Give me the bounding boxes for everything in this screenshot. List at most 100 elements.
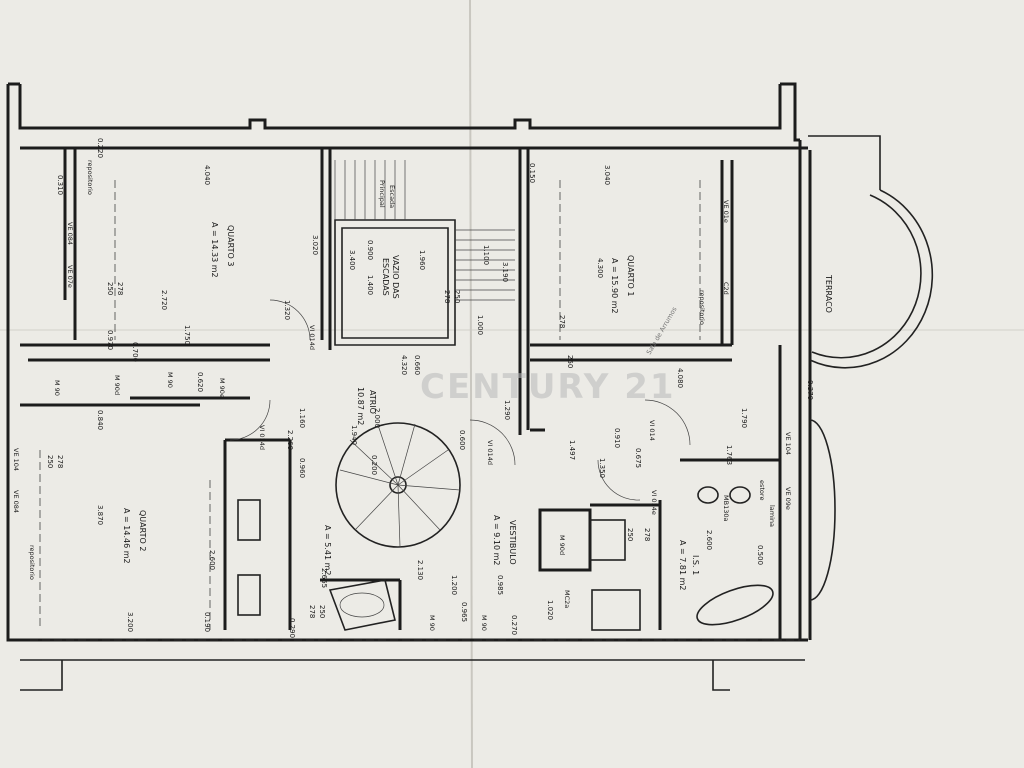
dim-1160: 1.160 [298,408,306,428]
dim-0900: 0.900 [366,240,374,260]
label-vi014d-2: VI 014d [258,425,266,450]
tag-250-5: 250 [626,528,634,541]
dim-0270: 0.270 [510,615,518,635]
room-name-is1: I.S. 1 [691,555,700,575]
dim-0985: 0.985 [496,575,504,595]
dim-1750: 1.750 [183,325,191,345]
label-vi014d-3: VI 014d [486,440,494,465]
dim-0675: 0.675 [634,448,642,468]
room-area-is1: A = 7.81 m2 [678,540,687,591]
dim-1400: 1.400 [366,275,374,295]
label-vi014e: VI 014e [650,490,658,515]
label-m90-2: M 90 [166,372,174,388]
dim-4040: 4.040 [203,165,211,185]
tag-250-2: 250 [453,290,461,303]
tag-250-4: 250 [46,455,54,468]
dim-0960: 0.960 [298,458,306,478]
dim-2600: 2.600 [208,550,216,570]
dim-3040: 3.040 [603,165,611,185]
dim-0310: 0.310 [56,175,64,195]
watermark-text: CENTURY 21 [420,367,676,407]
dim-1940: 1.940 [350,425,358,445]
label-mb130a: MB130a [722,495,730,521]
dim-1960: 1.960 [418,250,426,270]
dim-0660: 0.660 [413,355,421,375]
dim-0700: 0.700 [131,342,139,362]
dim-3020: 3.020 [311,235,319,255]
dim-3190: 3.190 [501,262,509,282]
tag-250-6: 250 [318,605,326,618]
label-repositorio-2: repositorio [698,290,706,325]
room-name-vestibulo: VESTIBULO [508,520,517,565]
tag-278-3: 278 [558,315,566,328]
label-m90-4: M 90 [480,615,488,631]
dim-1790: 1.790 [740,408,748,428]
label-mc2a: MC2a [563,590,571,608]
room-area-is2: A = 5.41 m2 [323,525,332,576]
label-m90-1: M 90 [53,380,61,396]
dim-2600-b: 2.600 [705,530,713,550]
dim-0620: 0.620 [196,372,204,392]
room-area-vestibulo: A = 9.10 m2 [492,515,501,566]
room-name-quarto1: QUARTO 1 [626,255,635,296]
dim-0965: 0.965 [460,602,468,622]
tag-250-3: 250 [566,355,574,368]
dim-1100: 1.100 [482,245,490,265]
bathroom-fixtures [237,486,774,631]
tag-278-5: 278 [643,528,651,541]
stair-treads [334,160,515,301]
dim-3870: 3.870 [96,505,104,525]
label-ve07e: VE 07e [66,265,74,288]
dim-1763: 1.763 [725,445,733,465]
dimension-labels: 4.040 3.020 2.720 1.750 0.970 0.700 1.32… [56,138,814,638]
tag-250-1: 250 [106,282,114,295]
room-area-quarto1: A = 15.90 m2 [610,258,619,314]
label-ve01e: VE 01e [722,200,730,223]
dim-0600: 0.600 [458,430,466,450]
dim-0840: 0.840 [96,410,104,430]
dim-0150: 0.150 [528,163,536,183]
dim-0500: 0.500 [756,545,764,565]
room-area-quarto3: A = 14.33 m2 [210,222,219,278]
label-ve084-2: VE 084 [66,222,74,245]
label-estore: estore [758,480,766,500]
dashed-guides [30,180,800,641]
label-m90d: M 90d [113,375,121,395]
dim-1497: 1.497 [568,440,576,460]
tag-278-2: 278 [443,290,451,303]
dim-2720: 2.720 [160,290,168,310]
dim-0190: 0.190 [203,612,211,632]
room-area-atrio: 10.87 m2 [356,387,365,425]
label-ve104-2: VE 104 [784,432,792,455]
label-ve09e: VE 09e [784,487,792,510]
room-name-vazio: VAZIO DAS [391,255,400,299]
dim-4320: 4.320 [400,355,408,375]
dim-0200: 0.200 [370,455,378,475]
door-swings [229,299,691,501]
label-repositorio-1: repositorio [86,160,94,195]
label-c2d: C2d [722,282,730,295]
room-name-terraco: TERRACO [824,274,833,313]
dim-0220: 0.220 [96,138,104,158]
dim-4300: 4.300 [596,258,604,278]
label-m90d-2: M 90d [558,535,566,555]
room-name-quarto3: QUARTO 3 [226,225,235,266]
dim-2130: 2.130 [416,560,424,580]
interior-walls [20,148,782,640]
dim-4080: 4.080 [676,368,684,388]
room-name-vazio-2: ESCADAS [381,258,390,296]
dim-1000: 1.000 [476,315,484,335]
dim-0970: 0.970 [106,330,114,350]
label-vi014: VI 014 [648,420,656,441]
dim-2665: 2.665 [320,568,328,588]
label-lamina: lamina [768,505,776,527]
dim-3400: 3.400 [348,250,356,270]
room-area-quarto2: A = 14.46 m2 [122,508,131,564]
element-labels: repositorio repositorio repositorio M 90… [12,160,792,631]
tag-278-4: 278 [56,455,64,468]
dim-1020: 1.020 [546,600,554,620]
dim-0370: 0.370 [806,380,814,400]
label-repositorio-3: repositorio [28,545,36,580]
